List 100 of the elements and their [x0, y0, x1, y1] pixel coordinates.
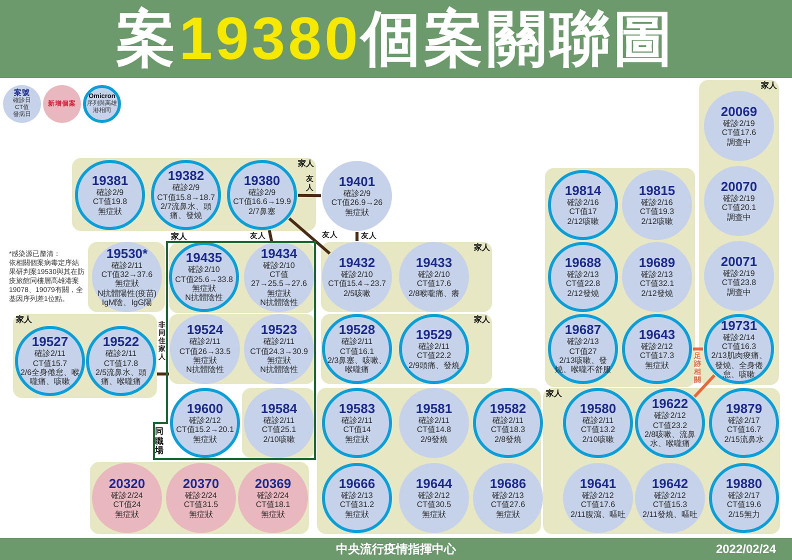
cluster-panel — [90, 462, 309, 534]
case-detail: 無症狀 — [422, 510, 446, 519]
case-detail: 確診2/13 — [567, 270, 599, 280]
case-detail: 2/12發燒 — [567, 288, 599, 298]
case-detail: CT值19.6 — [726, 500, 762, 510]
case-detail: 2/7流鼻水、頭痛、發燒 — [159, 202, 213, 221]
case-detail: CT值23.8 — [722, 278, 756, 288]
case-detail: 確診2/11 — [582, 416, 614, 426]
case-detail: 確診2/17 — [728, 416, 760, 426]
case-number: 19380 — [244, 174, 280, 188]
case-circle — [322, 314, 392, 384]
case-detail: 確診2/11 — [492, 416, 524, 426]
case-circle — [169, 242, 239, 312]
case-detail: CT值17.6 — [722, 128, 756, 138]
case-number: 20071 — [720, 255, 758, 270]
case-detail: CT值15.8→18.7 — [157, 192, 215, 202]
case-number: 19600 — [186, 402, 224, 416]
case-number: 19815 — [638, 184, 676, 198]
case-detail: CT值24 — [113, 500, 141, 510]
case-number: 19642 — [652, 477, 688, 492]
case-circle — [244, 314, 314, 384]
case-number: 19644 — [416, 477, 452, 492]
cluster-tag: 家人 — [298, 160, 314, 168]
case-detail: 確診2/11 — [106, 349, 136, 359]
frame-label: 同職場 — [155, 427, 164, 456]
connector-line — [298, 194, 322, 198]
case-detail: 確診2/11 — [418, 416, 450, 426]
case-detail: CT值16.3 — [722, 342, 756, 352]
case-detail: CT值24.3→30.9 — [250, 346, 308, 356]
case-detail: 確診2/12 — [582, 491, 614, 500]
case-detail: CT值15.2→20.1 — [176, 425, 234, 435]
case-detail: 無症狀 — [645, 360, 669, 370]
case-number: 19523 — [260, 323, 298, 338]
case-detail: 2/12咳嗽 — [567, 216, 599, 226]
case-detail: CT值18.1 — [256, 500, 290, 510]
case-detail: 確診2/9 — [343, 189, 371, 198]
case-detail: CT值27→25.5→27.6 — [250, 270, 308, 289]
case-detail: 2/8咳嗽、流鼻水、喉嚨痛 — [643, 430, 697, 449]
case-detail: 調查中 — [727, 212, 751, 222]
case-detail: CT值22.8 — [566, 279, 600, 289]
case-detail: 確診2/19 — [723, 194, 755, 204]
case-detail: CT值17.3 — [640, 351, 674, 361]
case-detail: 確診2/12 — [189, 416, 221, 426]
case-detail: 確診2/13 — [492, 491, 524, 500]
cluster-panel — [317, 388, 541, 534]
case-detail: 無症狀 — [267, 356, 291, 366]
case-number: 20070 — [720, 180, 758, 194]
case-circle — [322, 242, 392, 312]
case-detail: 無症狀 — [192, 284, 216, 294]
case-number: 19433 — [416, 256, 452, 270]
case-detail: CT值19.3 — [640, 207, 674, 217]
case-detail: CT值17.8 — [104, 358, 138, 368]
case-detail: 2/15流鼻水 — [724, 434, 764, 444]
case-number: 20320 — [108, 477, 146, 492]
cluster-panel — [13, 314, 157, 398]
case-number: 19687 — [564, 323, 602, 338]
case-detail: 2/5流鼻水、頭痛、喉嚨痛 — [94, 368, 148, 387]
case-circle — [75, 160, 145, 230]
case-detail: IgM陰、IgG陽 — [102, 298, 152, 308]
case-detail: N抗體陰性 — [260, 365, 298, 375]
case-detail: 無症狀 — [98, 206, 122, 216]
case-detail: CT值23.2 — [652, 420, 688, 430]
case-detail: 確診2/11 — [34, 349, 66, 359]
case-detail: CT值32→37.6 — [101, 270, 153, 280]
case-detail: 無症狀 — [267, 288, 291, 298]
case-detail: 確診2/14 — [723, 332, 755, 342]
case-detail: CT值20.1 — [722, 203, 756, 213]
title: 案19380個案關聯圖 — [116, 5, 676, 73]
cluster-tag: 家人 — [546, 390, 562, 398]
case-detail: 2/12咳嗽 — [641, 216, 673, 226]
case-detail: 2/15無力 — [728, 510, 760, 519]
case-detail: 確診2/12 — [654, 411, 686, 421]
case-detail: 2/3鼻塞、咳嗽、喉嚨痛 — [327, 356, 387, 375]
cluster-tag: 家人 — [474, 316, 490, 324]
case-detail: CT值30.5 — [416, 500, 452, 510]
case-detail: CT值15.3 — [652, 500, 688, 510]
case-number: 20069 — [720, 105, 758, 120]
case-detail: 確診2/12 — [418, 491, 450, 500]
case-detail: 確診2/11 — [342, 416, 372, 426]
case-detail: 無症狀 — [193, 434, 217, 444]
case-number: 19879 — [726, 402, 762, 416]
case-detail: 2/5咳嗽 — [343, 288, 371, 298]
case-number: 19435 — [186, 251, 222, 266]
case-number: 19814 — [564, 184, 602, 198]
case-detail: 無症狀 — [345, 208, 369, 217]
case-detail: 調查中 — [727, 288, 751, 297]
case-detail: 2/13肌肉痠痛、發燒、全身倦怠、咳嗽 — [710, 351, 768, 380]
case-number: 19401 — [338, 175, 376, 190]
case-detail: 確診2/12 — [654, 491, 686, 500]
case-number: 19528 — [338, 323, 376, 338]
case-detail: 無症狀 — [345, 434, 369, 444]
case-detail: 無症狀 — [496, 510, 520, 519]
case-number: 19529 — [416, 328, 452, 342]
case-detail: 確診2/17 — [728, 491, 760, 500]
case-number: 19688 — [564, 256, 602, 270]
case-detail: 2/9頭痛、發燒 — [408, 360, 460, 370]
case-number: 19686 — [490, 477, 526, 492]
case-number: 19689 — [638, 256, 676, 270]
case-detail: 確診2/16 — [641, 198, 673, 208]
case-number: 19524 — [186, 323, 224, 338]
